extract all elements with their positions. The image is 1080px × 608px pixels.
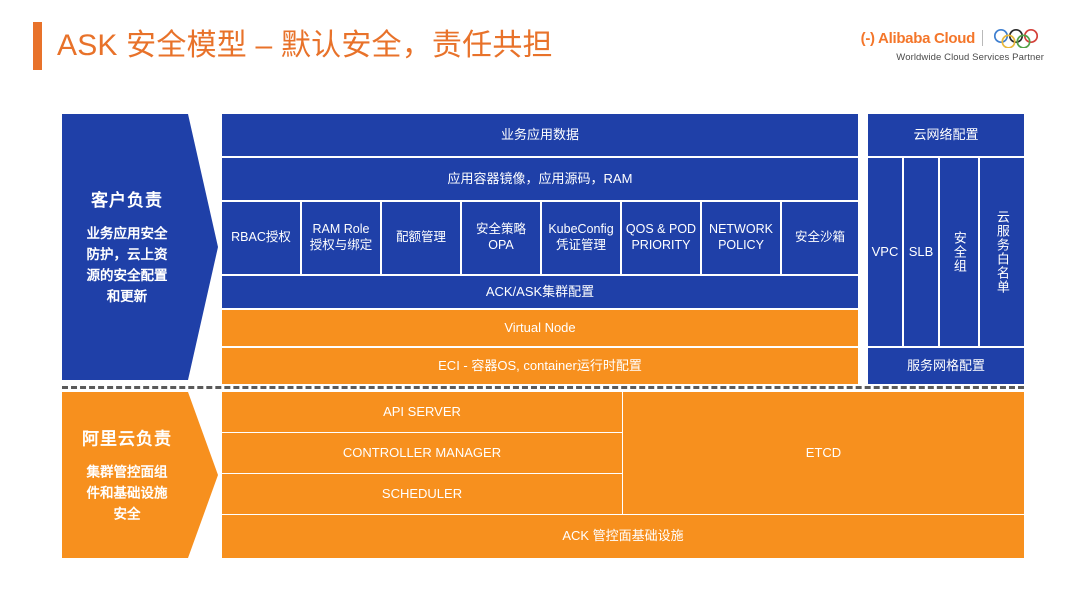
feature-cell-security-sandbox: 安全沙箱 [782,202,858,274]
feature-cell-security-policy-opa: 安全策略 OPA [462,202,540,274]
feature-cell-network-policy: NETWORK POLICY [702,202,780,274]
title-accent-bar [33,22,42,70]
row-api-server: API SERVER [222,392,622,432]
provider-responsibility-banner: 阿里云负责 集群管控面组件和基础设施安全 [62,392,218,558]
network-column-slb: SLB [904,158,938,346]
row-ack-control-plane-infrastructure: ACK 管控面基础设施 [222,515,1024,558]
row-container-images-source-ram: 应用容器镜像，应用源码，RAM [222,158,858,200]
row-controller-manager: CONTROLLER MANAGER [222,433,622,473]
security-model-diagram: 客户负责 业务应用安全防护，云上资源的安全配置和更新 阿里云负责 集群管控面组件… [0,88,1080,608]
network-column-security-group: 安全组 [940,158,978,346]
customer-responsibility-banner: 客户负责 业务应用安全防护，云上资源的安全配置和更新 [62,114,218,380]
customer-banner-description: 业务应用安全防护，云上资源的安全配置和更新 [86,226,168,304]
network-column-cloud-service-allowlist: 云服务白名单 [980,158,1024,346]
feature-cell-kubeconfig: KubeConfig 凭证管理 [542,202,620,274]
brand-tagline: Worldwide Cloud Services Partner [896,52,1044,63]
row-etcd: ETCD [623,392,1024,514]
provider-banner-description: 集群管控面组件和基础设施安全 [86,464,168,522]
provider-banner-title: 阿里云负责 [82,429,172,449]
brand-divider [982,30,983,46]
network-column-vpc: VPC [868,158,902,346]
feature-cell-ram-role: RAM Role 授权与绑定 [302,202,380,274]
brand-logo: (-) Alibaba Cloud Worldwide Cloud Servic… [861,28,1044,63]
page-header: ASK 安全模型 – 默认安全，责任共担 (-) Alibaba Cloud W… [0,0,1080,88]
row-business-application-data: 业务应用数据 [222,114,858,156]
feature-cell-rbac: RBAC授权 [222,202,300,274]
row-scheduler: SCHEDULER [222,474,622,514]
feature-cell-qos-pod-priority: QOS & POD PRIORITY [622,202,700,274]
page-title: ASK 安全模型 – 默认安全，责任共担 [57,29,553,62]
alibaba-cloud-wordmark: (-) Alibaba Cloud [860,29,976,47]
responsibility-divider [62,386,1024,389]
network-panel-header: 云网络配置 [868,114,1024,156]
row-eci-container-os: ECI - 容器OS, container运行时配置 [222,348,858,384]
row-virtual-node: Virtual Node [222,310,858,346]
brand-logo-row: (-) Alibaba Cloud [861,28,1044,48]
feature-cell-quota-management: 配额管理 [382,202,460,274]
network-panel-footer: 服务网格配置 [868,348,1024,384]
olympic-rings-icon [990,28,1044,48]
customer-banner-title: 客户负责 [91,191,163,211]
row-ack-ask-cluster-config: ACK/ASK集群配置 [222,276,858,308]
